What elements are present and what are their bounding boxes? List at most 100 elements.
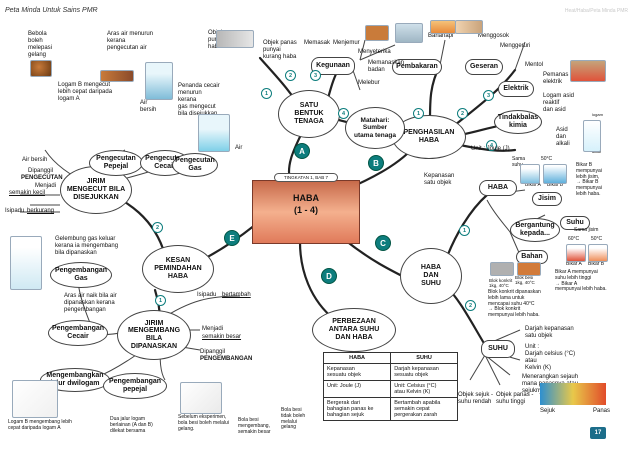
node-penghasilan-haba: PENGHASILAN HABA [392,115,466,159]
label-darjah-kepanasan: Darjah kepanasan satu objek [525,326,574,339]
marker-4: 4 [338,108,349,119]
label-blok-text: Blok konkrit dipanaskan lebih lama untuk… [488,289,541,318]
label-suhu-60: 60°C [568,236,580,242]
label-objek-sejuk: Objek sejuk - suhu rendah [458,392,494,405]
marker-2: 2 [285,70,296,81]
branch-c-badge: C [375,235,391,251]
label-menggosok: Menggosok [478,33,510,39]
fuel-illustration [430,20,456,34]
center-subtitle: (1 - 4) [293,205,318,215]
bimetal-strip-illustration [100,70,134,82]
table-row: Kepanasan sesuatu objek Darjah kepanasan… [322,363,458,381]
node-perbezaan: PERBEZAAN ANTARA SUHU DAN HABA [312,308,396,352]
ironing-illustration [395,23,423,43]
iron-ball-illustration [30,60,52,77]
marker-e2: 2 [152,222,163,233]
marker-b4: 4 [486,140,497,151]
concrete-block-illustration [490,262,514,276]
node-suhu-big: SUHU [481,340,515,358]
label-pengembangan-word: PENGEMBANGAN [200,356,253,362]
label-suhu-50b: 50°C [591,236,603,242]
label-blok-besi: Blok besi 1kg, 40°C [515,275,535,286]
label-sama-suhu: Sama suhu [512,156,526,168]
table-cell: Darjah kepanasan sesuatu objek [390,363,458,381]
label-mentol: Mentol [525,62,544,68]
node-haba-small: HABA [479,180,517,196]
beaker-b2-illustration [588,244,608,262]
iron-block-illustration [517,262,541,276]
label-bikar-b-text: Bikar B mempunyai lebih jisim, → Bikar B… [576,162,602,197]
label-logam-lebih: Logam B mengembang lebih cepat daripada … [8,419,72,431]
node-suhu-small: Suhu [560,216,590,230]
table-cell: Unit: Joule (J) [322,380,392,398]
label-asid-alkali: Asid dan alkali [556,127,570,147]
label-bola-tidak: Bola besi tidak boleh melalui gelang [281,407,306,431]
label-bikar-a-text: Bikar A mempunyai suhu lebih tinggi → Bi… [555,269,607,293]
label-memasak: Memasak [304,40,331,46]
comparison-table: HABA SUHU Kepanasan sesuatu objek Darjah… [322,352,458,421]
label-aras-air-menurun: Aras air menurun kerana pengecutan air [107,31,154,51]
label-air-bersih2: Air bersih [22,157,48,163]
node-satu-bentuk-tenaga: SATU BENTUK TENAGA [278,90,340,138]
branch-a-badge: A [294,143,310,159]
beaker-illustration [145,62,173,100]
flask-illustration [198,114,230,152]
label-melebur: Melebur [358,80,380,86]
node-haba-dan-suhu: HABA DAN SUHU [400,248,462,304]
marker-c2: 2 [465,300,476,311]
table-cell: Unit: Celsius (°C) atau Kelvin (K) [390,380,458,398]
node-matahari: Matahari: Sumber utama tenaga [345,107,405,149]
marker-b1: 1 [413,108,424,119]
beaker-a2-illustration [566,244,586,262]
beaker-a-illustration [520,164,540,184]
label-objek-panas-kurang: Objek panas punyai kurang haba [263,40,297,60]
temperature-gradient [540,383,606,405]
node-pengembangan-cecair: Pengembangan Cecair [48,320,108,346]
hot-object-illustration [216,30,254,48]
marker-c1: 1 [459,225,470,236]
label-gelembung: Gelembung gas keluar kerana ia mengemban… [55,236,119,256]
beaker-b-illustration [543,164,567,184]
node-kesan-pemindahan: KESAN PEMINDAHAN HABA [142,245,214,293]
label-semakin-besar: semakin besar [202,334,242,340]
label-suhu-50: 50°C [541,156,553,162]
branch-b-badge: B [368,155,384,171]
label-menjadi-kecil: Menjadi [35,183,57,189]
marker-3: 3 [310,70,321,81]
marker-b2: 2 [457,108,468,119]
label-bebola: Bebola boleh melepasi gelang [28,31,53,58]
node-tindakbalas: Tindakbalas kimia [494,110,542,134]
label-bikar-a2: Bikar A [566,261,582,267]
table-row: Unit: Joule (J) Unit: Celsius (°C) atau … [322,380,458,398]
label-menjadi-besar: Menjadi [202,326,224,332]
label-kepanasan: Kepanasan satu objek [424,173,455,186]
label-aras-naik: Aras air naik bila air dipanaskan kerana… [64,293,117,313]
node-geseran: Geseran [465,59,503,75]
label-dipanggil-pengecutan: Dipanggil [28,168,54,174]
label-pemanas: Pemanas elektrik [543,72,569,85]
gas-apparatus-illustration [10,236,42,290]
node-pengecutan-gas: Pengecutan Gas [172,153,218,177]
marker-1: 1 [261,88,272,99]
label-objek-panas-suhu: Objek panas - suhu tinggi [496,392,534,405]
rubbing-illustration [455,20,483,34]
label-isipadu-bertambah: Isipadu [197,292,217,298]
table-cell: Kepanasan sesuatu objek [322,363,392,381]
label-bikar-a: Bikar A [525,182,541,188]
label-bertambah: bertambah [222,292,251,298]
label-menyeterika: Menyeterika [358,49,391,55]
label-blok-konkrit: Blok konkrit 1kg, 40°C [489,278,513,289]
label-dua-jalur: Dua jalur logam berlainan (A dan B) dile… [110,416,153,434]
label-air-bersih: Air bersih [140,100,157,113]
label-logam-small: logam [592,112,603,117]
label-menggeruri: Menggeruri [500,43,531,49]
label-semakin-kecil: semakin kecil [9,190,46,196]
bimetal-strip-hot-illustration [12,380,58,418]
label-air: Air [235,145,243,151]
table-cell: Bertambah apabila semakin cepat pergerak… [390,397,458,421]
node-pengembangan-pepejal: Pengembangan pepejal [103,373,167,399]
node-bergantung: Bergantung kepada... [510,218,560,242]
center-title-box: TINGKATAN 1, BAB 7 HABA (1 - 4) [252,173,360,244]
test-tube-illustration [583,120,601,152]
electric-heater-illustration [570,60,606,82]
